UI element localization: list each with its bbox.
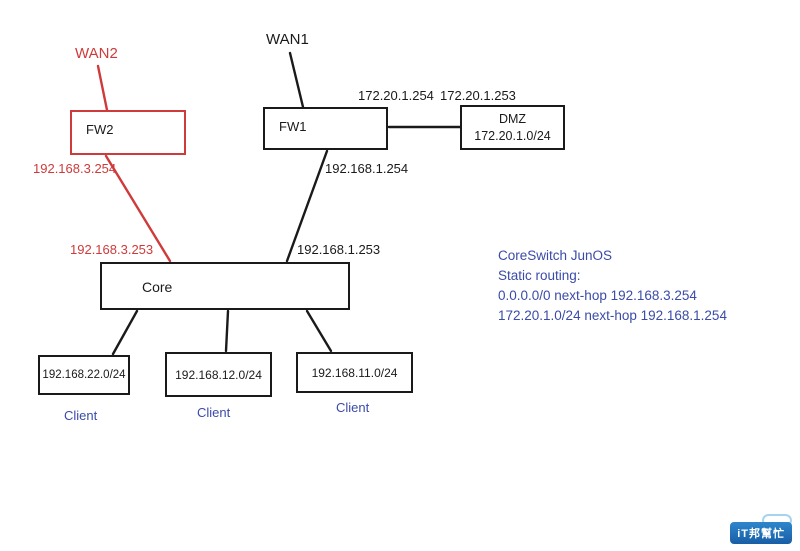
wan1-label: WAN1 — [266, 31, 309, 48]
fw1-wan-ip-label: 172.20.1.254 — [358, 88, 434, 103]
client2-caption: Client — [197, 405, 231, 420]
core-fw1-ip-label: 192.168.1.253 — [297, 242, 381, 257]
dmz-ip-label: 172.20.1.253 — [440, 88, 516, 103]
core-node-label: Core — [142, 279, 173, 295]
fw2-node: FW2 — [70, 110, 186, 155]
client3-subnet-label: 192.168.11.0/24 — [311, 365, 398, 380]
core-switch-node: Core — [100, 262, 350, 310]
edge-core-client1 — [111, 309, 139, 356]
annotation-title: CoreSwitch JunOS — [498, 248, 613, 263]
edge-fw1-core — [285, 149, 329, 263]
annotation-route-default: 0.0.0.0/0 next-hop 192.168.3.254 — [498, 288, 697, 303]
dmz-node: DMZ 172.20.1.0/24 — [460, 105, 565, 150]
client3-caption: Client — [336, 400, 370, 415]
client1-subnet-node: 192.168.22.0/24 — [38, 355, 130, 395]
edge-fw2-core — [104, 154, 172, 263]
fw1-lan-ip-label: 192.168.1.254 — [325, 161, 409, 176]
annotation-subtitle: Static routing: — [498, 268, 581, 283]
fw1-node-label: FW1 — [279, 119, 307, 134]
client1-caption: Client — [64, 408, 98, 423]
wan2-label: WAN2 — [75, 45, 118, 62]
edge-wan2-fw2 — [96, 64, 109, 112]
dmz-node-title: DMZ — [498, 111, 527, 126]
edge-core-client3 — [305, 309, 333, 353]
edge-wan1-fw1 — [288, 51, 305, 109]
fw2-lan-ip-label: 192.168.3.254 — [33, 161, 117, 176]
routing-annotation: CoreSwitch JunOS Static routing: 0.0.0.0… — [498, 246, 727, 326]
dmz-node-subnet: 172.20.1.0/24 — [474, 128, 551, 143]
watermark-text: iT邦幫忙 — [730, 522, 792, 544]
edge-core-client2 — [224, 309, 230, 353]
client2-subnet-label: 192.168.12.0/24 — [175, 367, 262, 382]
site-watermark: iT邦幫忙 — [730, 514, 792, 544]
core-fw2-ip-label: 192.168.3.253 — [70, 242, 154, 257]
fw2-node-label: FW2 — [86, 122, 114, 137]
fw1-node: FW1 — [263, 107, 388, 150]
client3-subnet-node: 192.168.11.0/24 — [296, 352, 413, 393]
annotation-route-dmz: 172.20.1.0/24 next-hop 192.168.1.254 — [498, 308, 727, 323]
client2-subnet-node: 192.168.12.0/24 — [165, 352, 272, 397]
client1-subnet-label: 192.168.22.0/24 — [42, 369, 126, 381]
